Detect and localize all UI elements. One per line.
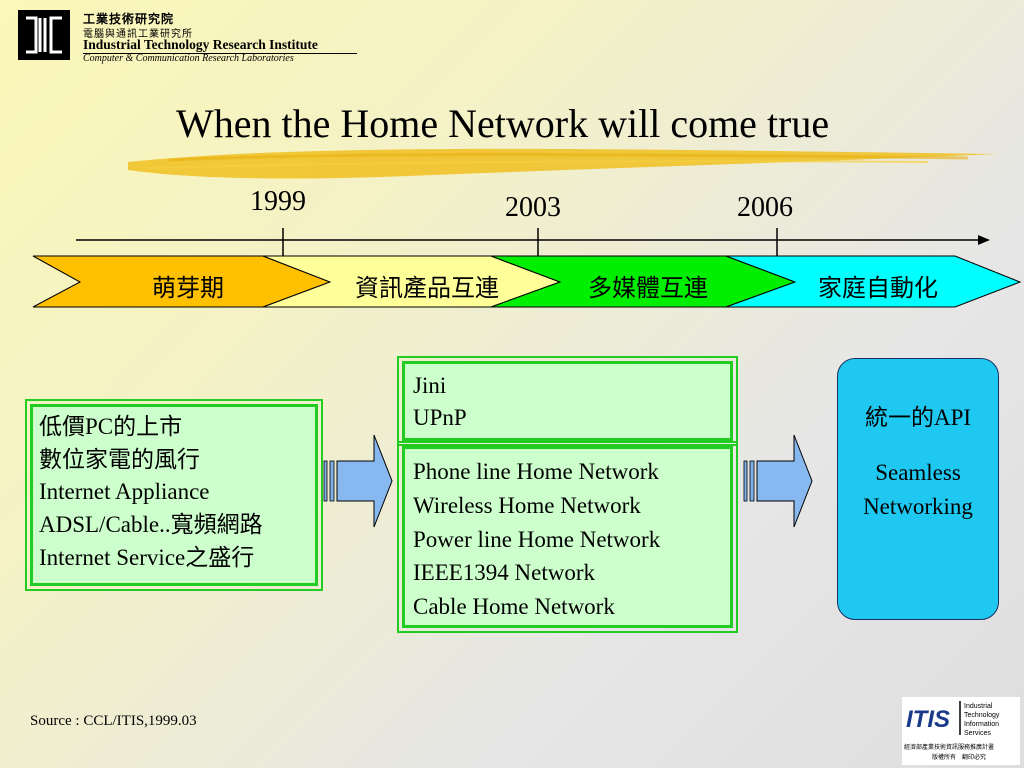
org-lab-en: Computer & Communication Research Labora…	[83, 53, 294, 64]
middleware-item: UPnP	[413, 405, 467, 431]
slide-title: When the Home Network will come true	[176, 101, 830, 146]
title-brush-underline	[128, 148, 998, 179]
source-citation: Source : CCL/ITIS,1999.03	[30, 713, 197, 729]
itis-word: Services	[964, 730, 991, 737]
networking-label: Networking	[863, 493, 973, 519]
driver-item: 低價PC的上市	[39, 414, 183, 439]
middleware-item: Jini	[413, 373, 447, 398]
stage-label-sprouting: 萌芽期	[152, 276, 224, 302]
header-divider	[83, 53, 357, 54]
year-2006: 2006	[737, 192, 793, 223]
driver-item: 數位家電的風行	[39, 446, 200, 472]
year-1999: 1999	[250, 186, 306, 217]
drivers-box: 低價PC的上市 數位家電的風行 Internet Appliance ADSL/…	[25, 399, 323, 591]
itis-mark: ITIS	[906, 706, 950, 733]
org-name-zh: 工業技術研究院	[83, 12, 175, 26]
org-name-en: Industrial Technology Research Institute	[83, 37, 318, 52]
spacer	[838, 434, 998, 456]
network-item: Cable Home Network	[413, 594, 615, 620]
stage-chevron-4	[725, 255, 1022, 308]
api-label: 統一的API	[864, 405, 972, 430]
stage-label-info-interconnect: 資訊產品互連	[355, 276, 499, 302]
driver-item: Internet Appliance	[39, 479, 210, 505]
network-item: Wireless Home Network	[413, 492, 641, 518]
flow-arrow-icon	[323, 434, 393, 528]
itis-word: Industrial	[964, 703, 993, 710]
driver-item: Internet Service之盛行	[39, 544, 255, 570]
network-item: Power line Home Network	[413, 526, 661, 552]
itis-copyright-zh: 版權所有 翻印必究	[932, 753, 986, 761]
network-item: IEEE1394 Network	[413, 560, 596, 586]
timeline-arrowhead	[978, 235, 990, 245]
stage-label-multimedia-interconnect: 多媒體互連	[588, 276, 708, 302]
itis-word: Information	[964, 721, 999, 728]
seamless-label: Seamless	[875, 460, 961, 486]
timeline-diagram	[32, 228, 1022, 308]
driver-item: ADSL/Cable..寬頻網路	[39, 511, 263, 537]
itis-word: Technology	[964, 712, 1000, 719]
middleware-box: Jini UPnP	[397, 356, 738, 446]
network-tech-box: Phone line Home Network Wireless Home Ne…	[397, 441, 738, 633]
stage-label-home-automation: 家庭自動化	[818, 276, 938, 302]
itri-logo	[18, 10, 70, 60]
year-2003: 2003	[505, 192, 561, 223]
flow-arrow-icon	[743, 434, 813, 528]
itis-logo: ITIS Industrial Technology Information S…	[902, 697, 1020, 765]
org-subname-zh: 電腦與通訊工業研究所	[83, 29, 193, 40]
network-item: Phone line Home Network	[413, 459, 659, 484]
itis-caption-zh: 經濟部產業技術資訊服務推廣計畫	[904, 743, 994, 751]
unified-api-box: 統一的API Seamless Networking	[837, 358, 999, 620]
